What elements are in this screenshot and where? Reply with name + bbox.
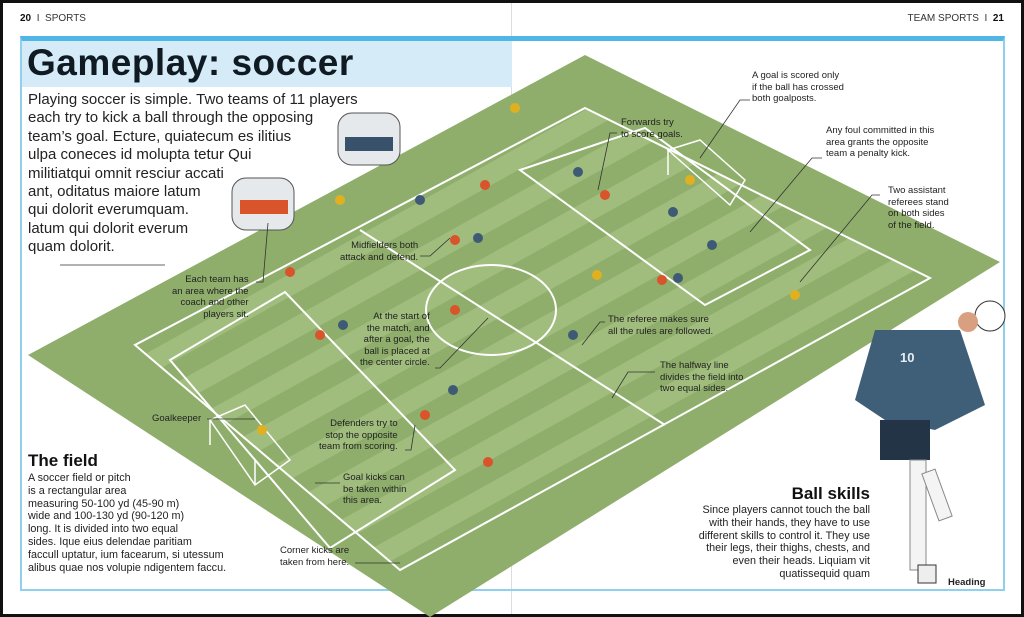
heading-caption: Heading (948, 577, 986, 588)
penalty-area-left (168, 290, 457, 550)
ball-skills-heading: Ball skills (791, 484, 870, 503)
page-number: 20 (20, 13, 32, 24)
intro-paragraph: Playing soccer is simple. Two teams of 1… (28, 91, 358, 256)
bench-right (337, 112, 401, 166)
field-heading: The field (28, 451, 98, 470)
goal-left (208, 404, 292, 487)
section-name: TEAM SPORTS (907, 13, 979, 24)
goal-right (666, 139, 746, 207)
title-background (22, 41, 512, 87)
right-running-head: TEAM SPORTS I 21 (907, 13, 1004, 24)
penalty-area-right (517, 126, 812, 307)
page-title: Gameplay: soccer (27, 42, 354, 83)
section-name: SPORTS (45, 13, 86, 24)
page-number: 21 (992, 13, 1004, 24)
left-running-head: 20 I SPORTS (20, 13, 86, 24)
heading-player-illustration: 10 (855, 300, 1006, 584)
pitch (133, 106, 933, 572)
separator: I (984, 13, 988, 24)
jersey-number: 10 (900, 350, 914, 365)
label-goalkeeper: Goalkeeper (152, 413, 202, 424)
leader-lines (60, 99, 880, 564)
halfway-line (359, 229, 666, 426)
players (257, 103, 800, 467)
bench-left (231, 177, 295, 231)
separator: I (36, 13, 40, 24)
center-circle (425, 264, 557, 356)
